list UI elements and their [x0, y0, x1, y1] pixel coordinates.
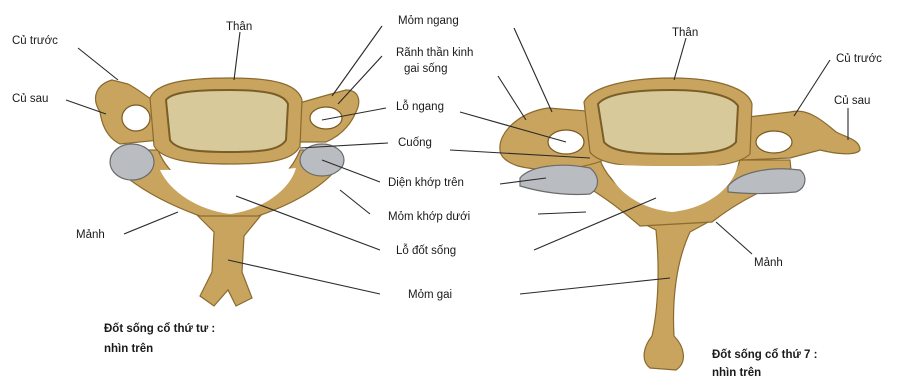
- left-transverse-foramen-left: [122, 105, 150, 131]
- right-vertebra-drawing: [500, 78, 860, 370]
- left-label-cu-sau: Củ sau: [12, 93, 48, 105]
- left-label-manh: Mảnh: [76, 229, 105, 241]
- right-body-spongy: [598, 90, 738, 154]
- left-facet-left: [110, 144, 154, 180]
- left-caption-line2: nhìn trên: [104, 343, 153, 355]
- right-caption-line2: nhìn trên: [712, 367, 761, 379]
- left-vertebra-drawing: [96, 78, 359, 306]
- label-ranh-line1: Rãnh thần kinh: [396, 47, 473, 59]
- label-cuong: Cuống: [398, 137, 432, 149]
- right-label-cu-sau: Củ sau: [834, 95, 870, 107]
- right-transverse-foramen-right: [756, 131, 792, 153]
- left-caption-line1: Đốt sống cổ thứ tư :: [104, 323, 215, 335]
- label-mom-ngang: Mỏm ngang: [398, 15, 459, 27]
- label-ranh-line2: gai sống: [404, 63, 447, 75]
- right-transverse-process-right: [740, 111, 860, 160]
- left-label-than: Thân: [226, 21, 252, 33]
- label-mom-gai: Mỏm gai: [408, 289, 452, 301]
- label-lo-ngang: Lỗ ngang: [396, 100, 444, 113]
- right-label-cu-truoc: Củ trước: [836, 53, 882, 65]
- left-label-cu-truoc: Củ trước: [12, 35, 58, 47]
- label-mom-khop-duoi: Mỏm khớp dưới: [388, 211, 470, 223]
- label-dien-khop-tren: Diện khớp trên: [388, 177, 464, 189]
- right-label-manh: Mảnh: [754, 257, 783, 269]
- right-spinous-process: [640, 220, 712, 370]
- left-body-spongy: [166, 90, 288, 152]
- right-caption-line1: Đốt sống cổ thứ 7 :: [712, 349, 817, 361]
- label-lo-dot-song: Lỗ đốt sống: [396, 244, 456, 257]
- left-transverse-foramen-right: [310, 107, 342, 129]
- right-label-than: Thân: [672, 27, 698, 39]
